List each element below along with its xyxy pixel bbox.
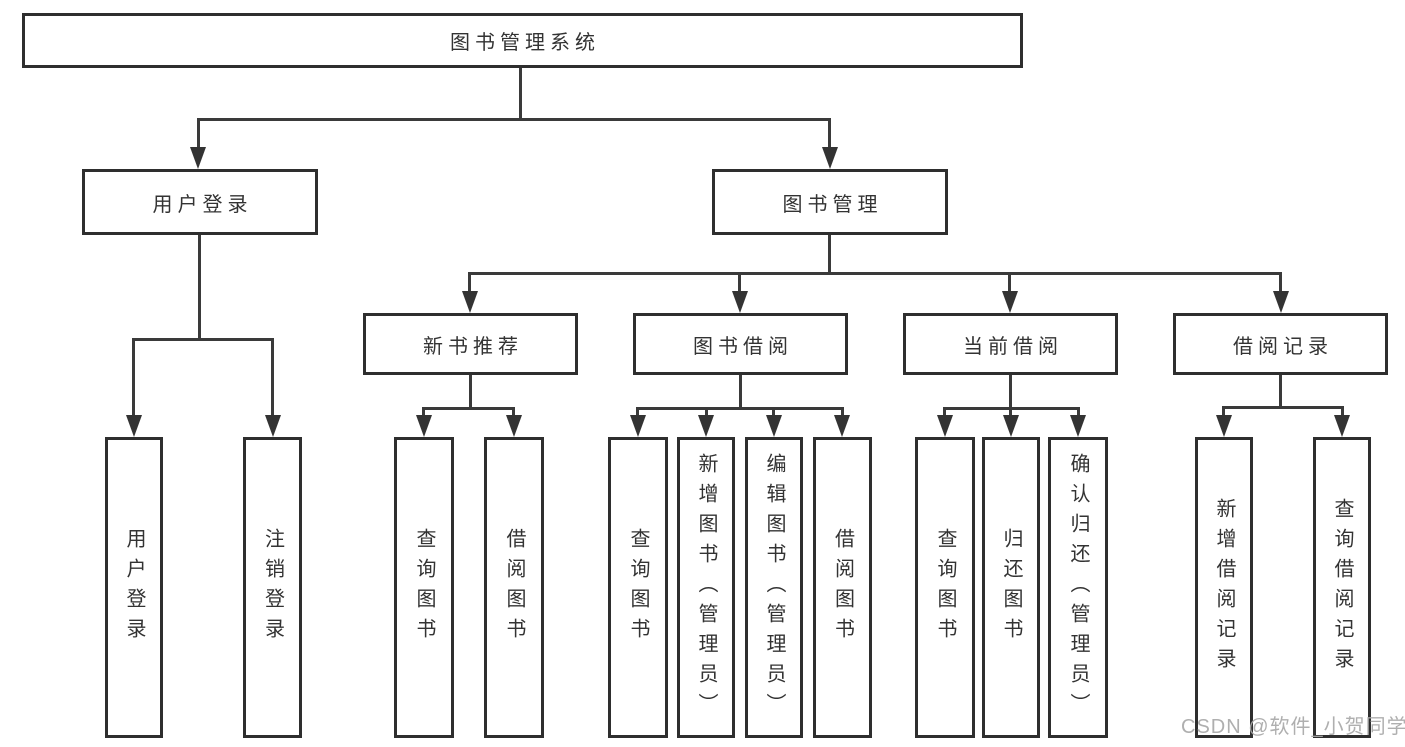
leaf-confirm-return-admin: 确认归还（管理员）: [1048, 437, 1108, 738]
node-current-borrow: 当前借阅: [903, 313, 1118, 375]
connector-line: [512, 407, 515, 419]
node-root: 图书管理系统: [22, 13, 1023, 68]
node-label: 新增借阅记录: [1213, 497, 1235, 678]
connector-line: [636, 407, 639, 419]
connector-line: [772, 407, 775, 419]
node-label: 用户登录: [152, 193, 253, 216]
leaf-query-book: 查询图书: [915, 437, 975, 738]
connector-line: [468, 272, 1282, 275]
leaf-logout: 注销登录: [243, 437, 302, 738]
node-label: 注销登录: [261, 527, 284, 648]
connector-line: [422, 407, 515, 410]
node-label: 查询图书: [627, 527, 649, 648]
leaf-query-book: 查询图书: [608, 437, 668, 738]
arrowhead-down-icon: [1070, 415, 1086, 437]
node-label: 借阅记录: [1233, 335, 1333, 358]
connector-line: [197, 118, 200, 150]
arrowhead-down-icon: [126, 415, 142, 437]
arrowhead-down-icon: [462, 291, 478, 313]
arrowhead-down-icon: [937, 415, 953, 437]
node-label: 确认归还（管理员）: [1067, 452, 1089, 723]
arrowhead-down-icon: [1003, 415, 1019, 437]
arrowhead-down-icon: [1334, 415, 1350, 437]
arrowhead-down-icon: [834, 415, 850, 437]
connector-line: [1077, 407, 1080, 419]
arrowhead-down-icon: [766, 415, 782, 437]
node-label: 借阅图书: [831, 527, 854, 648]
connector-line: [705, 407, 708, 419]
arrowhead-down-icon: [732, 291, 748, 313]
node-book-borrow: 图书借阅: [633, 313, 848, 375]
arrowhead-down-icon: [190, 147, 206, 169]
connector-line: [1222, 406, 1343, 409]
leaf-query-book: 查询图书: [394, 437, 454, 738]
connector-line: [197, 118, 831, 121]
arrowhead-down-icon: [698, 415, 714, 437]
connector-line: [198, 235, 201, 338]
connector-line: [738, 272, 741, 294]
watermark-text: CSDN @软件_小贺同学: [1181, 716, 1405, 738]
arrowhead-down-icon: [1273, 291, 1289, 313]
leaf-add-book-admin: 新增图书（管理员）: [677, 437, 735, 738]
connector-line: [828, 235, 831, 272]
connector-line: [739, 375, 742, 407]
connector-line: [519, 68, 522, 118]
connector-line: [1009, 407, 1012, 419]
arrowhead-down-icon: [506, 415, 522, 437]
leaf-edit-book-admin: 编辑图书（管理员）: [745, 437, 803, 738]
leaf-add-borrow-record: 新增借阅记录: [1195, 437, 1253, 738]
node-label: 用户登录: [123, 527, 145, 648]
node-label: 图书管理: [782, 193, 883, 216]
arrowhead-down-icon: [1216, 415, 1232, 437]
node-borrow-records: 借阅记录: [1173, 313, 1388, 375]
connector-line: [1279, 272, 1282, 294]
connector-line: [132, 338, 135, 418]
node-label: 查询图书: [934, 527, 956, 648]
node-label: 查询图书: [413, 527, 435, 648]
connector-line: [1279, 375, 1282, 406]
arrowhead-down-icon: [265, 415, 281, 437]
connector-line: [943, 407, 946, 419]
connector-line: [271, 338, 274, 418]
connector-line: [1341, 406, 1344, 419]
arrowhead-down-icon: [416, 415, 432, 437]
connector-line: [828, 118, 831, 150]
node-book-management: 图书管理: [712, 169, 948, 235]
connector-line: [1009, 375, 1012, 407]
node-label: 新书推荐: [423, 335, 523, 358]
arrowhead-down-icon: [822, 147, 838, 169]
connector-line: [422, 407, 425, 419]
node-label: 查询借阅记录: [1331, 497, 1353, 678]
connector-line: [636, 407, 844, 410]
node-new-book-recommend: 新书推荐: [363, 313, 578, 375]
leaf-user-login: 用户登录: [105, 437, 163, 738]
node-label: 编辑图书（管理员）: [763, 452, 785, 723]
arrowhead-down-icon: [1002, 291, 1018, 313]
node-label: 借阅图书: [503, 527, 525, 648]
connector-line: [841, 407, 844, 419]
leaf-query-borrow-record: 查询借阅记录: [1313, 437, 1371, 738]
connector-line: [468, 272, 471, 294]
leaf-borrow-book: 借阅图书: [813, 437, 872, 738]
node-label: 当前借阅: [963, 335, 1063, 358]
node-label: 图书借阅: [693, 335, 793, 358]
node-label: 图书管理系统: [450, 32, 600, 54]
connector-line: [1008, 272, 1011, 294]
connector-line: [132, 338, 274, 341]
connector-line: [469, 375, 472, 407]
node-user-login: 用户登录: [82, 169, 318, 235]
node-label: 归还图书: [1000, 527, 1022, 648]
leaf-return-book: 归还图书: [982, 437, 1040, 738]
leaf-borrow-book: 借阅图书: [484, 437, 544, 738]
node-label: 新增图书（管理员）: [695, 452, 717, 723]
connector-line: [1222, 406, 1225, 419]
arrowhead-down-icon: [630, 415, 646, 437]
